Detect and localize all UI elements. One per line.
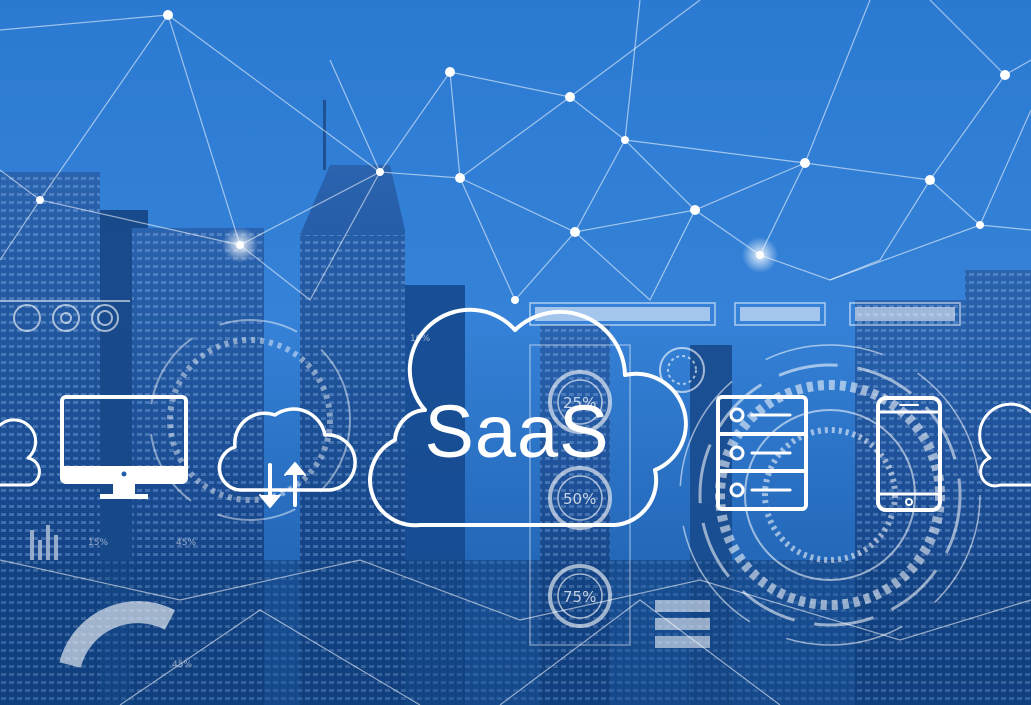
hud-circles bbox=[13, 304, 705, 393]
small-readout: 45% bbox=[176, 538, 197, 548]
small-readout: 10% bbox=[410, 334, 431, 344]
gauge-label-lower: 75% bbox=[563, 588, 597, 606]
cloud-icon bbox=[978, 402, 1031, 488]
hud-bars bbox=[0, 300, 961, 648]
server-icon bbox=[716, 395, 808, 511]
glow-node bbox=[742, 237, 778, 273]
cloud-upload-download-icon bbox=[217, 407, 357, 508]
percent-gauges bbox=[529, 344, 631, 646]
monitor-icon bbox=[60, 395, 188, 499]
saas-cloud-icon bbox=[368, 307, 688, 528]
small-readout: 45% bbox=[172, 660, 193, 670]
glow-node bbox=[222, 227, 258, 263]
radial-gauge-left bbox=[59, 319, 351, 669]
saas-headline: SaaS bbox=[424, 390, 610, 473]
smartphone-icon bbox=[876, 396, 942, 512]
cloud-icon bbox=[0, 418, 41, 487]
gauge-label-middle: 50% bbox=[563, 490, 597, 508]
small-readout: 15% bbox=[88, 538, 109, 548]
gauge-label-upper: 25% bbox=[563, 394, 597, 412]
